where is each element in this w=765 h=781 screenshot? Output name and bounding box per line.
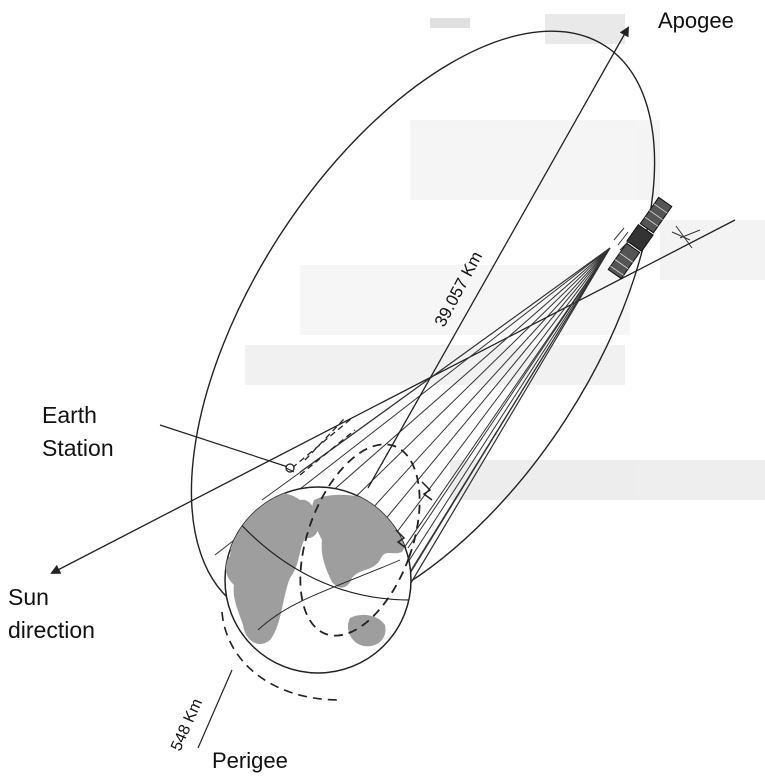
apogee-label: Apogee: [658, 8, 734, 33]
earth-station-marker: [285, 463, 295, 473]
perigee-label: Perigee: [212, 748, 288, 773]
perigee-arc-dashed: [221, 611, 341, 701]
earth-station-label-line1: Earth: [42, 402, 97, 428]
earth-station-label-line2: Station: [42, 435, 114, 461]
satellite-icon: [607, 196, 673, 280]
background-text-ghost: [245, 14, 765, 500]
americas-landmass: [197, 557, 221, 600]
sun-direction-label-line2: direction: [8, 617, 95, 643]
satellite-antenna-left: [613, 227, 633, 251]
earth-globe: [197, 486, 412, 674]
australia-landmass: [347, 614, 386, 647]
coverage-ring-dashed: [299, 443, 421, 637]
perigee-distance-label: 548 Km: [168, 696, 206, 753]
asia-landmass: [311, 494, 406, 588]
sun-direction-label-line1: Sun: [8, 584, 49, 610]
earth-station-pointer: [159, 424, 289, 468]
satellite-antenna-right: [671, 225, 701, 249]
signal-lightning-marks: [395, 481, 433, 549]
apogee-distance-arrow: [367, 26, 629, 489]
signal-links: [291, 417, 356, 476]
perigee-distance-line: [197, 669, 233, 749]
europe-africa-landmass: [225, 492, 318, 645]
